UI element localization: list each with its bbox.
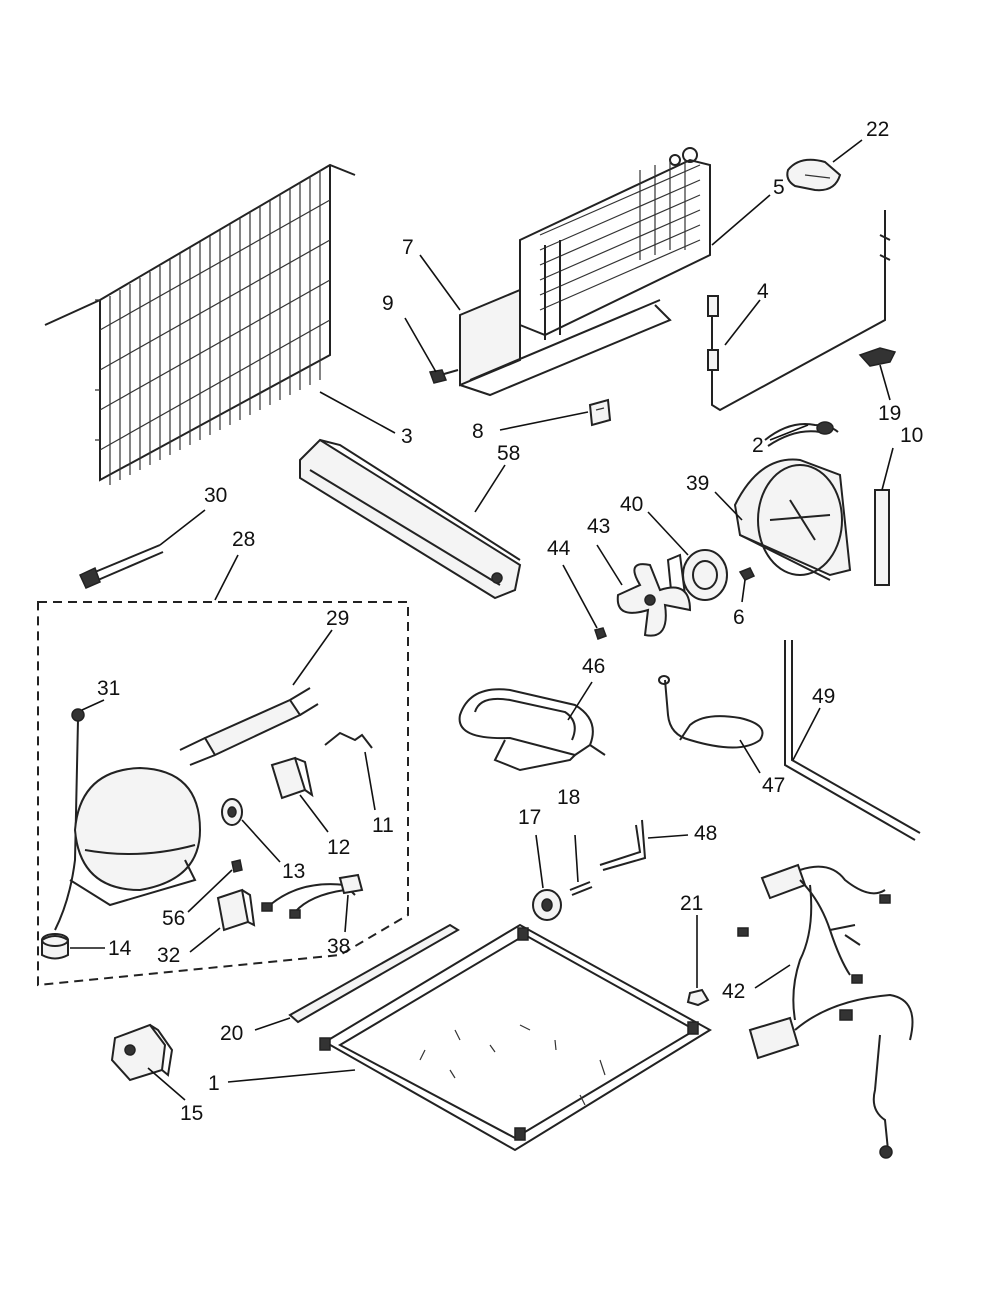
grommet	[231, 859, 243, 873]
base-grommet	[41, 933, 69, 960]
cap	[786, 158, 842, 192]
callout-48: 48	[694, 822, 717, 845]
drain-tube	[784, 640, 921, 841]
tube-48	[599, 819, 647, 871]
leader-lines	[70, 139, 894, 1101]
fan-shroud	[733, 458, 852, 581]
callout-49: 49	[812, 685, 835, 708]
callout-29: 29	[326, 607, 349, 630]
callout-42: 42	[722, 980, 745, 1003]
callout-10: 10	[900, 424, 923, 447]
callout-38: 38	[327, 935, 350, 958]
condenser-coil	[44, 163, 356, 485]
callout-56: 56	[162, 907, 185, 930]
callout-46: 46	[582, 655, 605, 678]
callout-32: 32	[157, 944, 180, 967]
callout-44: 44	[547, 537, 571, 560]
callout-28: 28	[232, 528, 255, 551]
pin	[569, 881, 593, 896]
clip	[588, 398, 612, 427]
heater-clip	[858, 347, 897, 367]
cap-nut	[686, 988, 710, 1007]
tube	[79, 544, 164, 589]
callout-14: 14	[108, 937, 132, 960]
base-bracket	[110, 1023, 174, 1082]
callout-19: 19	[878, 402, 901, 425]
overload	[221, 798, 243, 826]
callout-7: 7	[402, 236, 414, 259]
callout-4: 4	[757, 280, 769, 303]
callout-39: 39	[686, 472, 709, 495]
callout-9: 9	[382, 292, 394, 315]
seal-strip	[874, 489, 890, 586]
callout-17: 17	[518, 806, 541, 829]
callout-21: 21	[680, 892, 703, 915]
drain-trough	[299, 438, 522, 600]
wire-bracket	[324, 731, 373, 749]
drier	[179, 687, 319, 766]
callout-2: 2	[752, 434, 764, 457]
callout-15: 15	[180, 1102, 203, 1125]
callout-6: 6	[733, 606, 745, 629]
callout-22: 22	[866, 118, 889, 141]
terminal-wire	[764, 421, 839, 447]
screw	[428, 369, 459, 384]
relay	[270, 756, 314, 800]
fan-blade	[616, 563, 692, 637]
callout-13: 13	[282, 860, 305, 883]
base-pan	[319, 923, 712, 1152]
capacitor	[216, 888, 256, 932]
callout-30: 30	[204, 484, 227, 507]
callout-43: 43	[587, 515, 610, 538]
callout-18: 18	[557, 786, 580, 809]
nut	[594, 627, 607, 640]
defrost-heater	[707, 210, 891, 412]
fan-motor	[666, 549, 728, 602]
callout-3: 3	[401, 425, 413, 448]
callout-12: 12	[327, 836, 350, 859]
callout-47: 47	[762, 774, 785, 797]
compressor-harness	[261, 873, 364, 919]
callout-20: 20	[220, 1022, 243, 1045]
compressor-kit-boundary	[37, 601, 409, 987]
rail	[288, 923, 460, 1024]
callout-1: 1	[208, 1072, 220, 1095]
callout-8: 8	[472, 420, 484, 443]
roller	[532, 889, 562, 921]
wiring-harness	[737, 863, 914, 1159]
evaporator	[519, 147, 711, 340]
callout-labels: 22 5 7 4 9 3 8 19 2 10 58 30 39 40 28 43…	[97, 118, 923, 1125]
coiled-tube	[658, 675, 764, 749]
callout-40: 40	[620, 493, 643, 516]
condensate-tray	[458, 688, 606, 772]
callout-31: 31	[97, 677, 120, 700]
callout-5: 5	[773, 176, 785, 199]
motor-screw	[738, 567, 756, 581]
evaporator-bracket	[459, 288, 672, 397]
callout-11: 11	[372, 814, 394, 837]
compressor	[54, 708, 202, 931]
callout-58: 58	[497, 442, 520, 465]
